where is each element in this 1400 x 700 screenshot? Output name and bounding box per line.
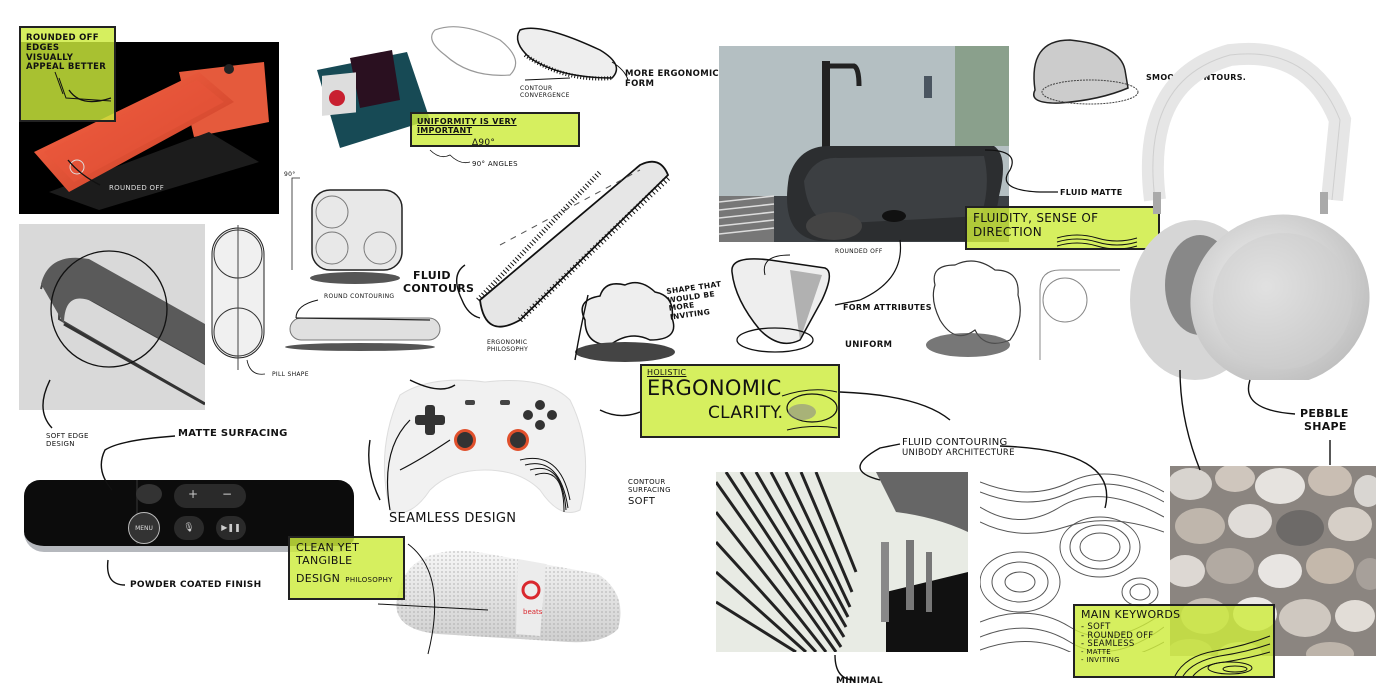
soft-edge-text-a: Soft edge bbox=[46, 432, 89, 440]
ergonomic-philosophy-label: Ergonomic philosophy bbox=[487, 339, 529, 354]
ninety-angles-label: 90° angles bbox=[472, 160, 518, 168]
strip-illustration bbox=[40, 250, 205, 406]
curve-sketch-icon bbox=[54, 71, 112, 103]
contour-convergence-text-b: convergence bbox=[520, 91, 570, 99]
seamless-design-label: Seamless design bbox=[389, 511, 517, 526]
blob-sketch-icon bbox=[781, 389, 838, 431]
clean-tangible-sticky-note: Clean yet Tangible Design Philosophy bbox=[288, 536, 405, 600]
keyword-item: - Inviting bbox=[1081, 655, 1120, 664]
architecture-photo bbox=[716, 472, 968, 652]
uniform-label: Uniform bbox=[845, 340, 893, 350]
more-ergonomic-text-b: form bbox=[625, 78, 655, 89]
design-philosophy-line: Design Philosophy bbox=[290, 567, 403, 586]
philosophy-text: Philosophy bbox=[345, 576, 393, 585]
contour-convergence-text-a: Contour bbox=[520, 85, 553, 92]
iphone-xr-photo: Rounded off bbox=[19, 42, 279, 214]
microphone-button[interactable]: 🎙 bbox=[174, 516, 204, 540]
volume-down-icon: − bbox=[222, 487, 233, 501]
keyword-item: - Matte bbox=[1081, 648, 1111, 657]
volume-rocker[interactable]: + − bbox=[174, 484, 246, 508]
beats-pill-photo: beats bbox=[368, 534, 630, 656]
architecture-illustration bbox=[716, 472, 968, 652]
play-pause-icon: ▶❚❚ bbox=[221, 523, 241, 532]
keyword-item: - Soft bbox=[1081, 621, 1111, 632]
uniformity-note-title: Uniformity is very important bbox=[417, 117, 517, 136]
ninety-degree-small-label: 90° bbox=[284, 171, 296, 178]
speaker-illustration: beats bbox=[377, 543, 621, 655]
bent-strip-render bbox=[19, 224, 205, 410]
ergonomic-philosophy-text-a: Ergonomic bbox=[487, 339, 528, 346]
sink-illustration bbox=[719, 46, 1009, 242]
contour-surfacing-text-a: Contour bbox=[628, 478, 666, 486]
uniformity-sticky-note: Uniformity is very important ∆90° bbox=[410, 112, 580, 149]
controller-illustration bbox=[383, 379, 587, 513]
powder-coated-finish-label: Powder coated finish bbox=[130, 580, 262, 590]
keyword-item: - Rounded off bbox=[1081, 630, 1154, 641]
fluid-contouring-label: Fluid contouring Unibody architecture bbox=[902, 437, 1015, 458]
play-pause-button[interactable]: ▶❚❚ bbox=[216, 516, 246, 540]
uniformity-note-sub: ∆90° bbox=[472, 138, 496, 149]
ergonomic-big-label: Ergonomic bbox=[647, 376, 782, 400]
rounded-edges-note-text: Rounded off edges visually appeal better bbox=[26, 33, 107, 73]
stadia-controller-photo bbox=[370, 360, 600, 520]
round-contouring-label: Round contouring bbox=[324, 293, 395, 300]
contour-lines-icon bbox=[1174, 635, 1271, 677]
wave-lines-icon bbox=[1056, 234, 1138, 250]
pebble-shape-label: Pebble shape bbox=[1300, 407, 1349, 433]
fluidity-note-text: Fluidity, sense of direction bbox=[973, 211, 1099, 239]
fluid-contours-text-a: Fluid bbox=[413, 269, 451, 282]
airpods-max-photo bbox=[1110, 40, 1380, 380]
fluid-contouring-text: Fluid contouring bbox=[902, 437, 1008, 448]
remote-divider bbox=[136, 480, 138, 544]
more-ergonomic-text-a: More ergonomic bbox=[625, 69, 719, 79]
gopro-camera-photo bbox=[302, 40, 432, 155]
pebble-text-a: Pebble bbox=[1300, 407, 1349, 420]
matte-surfacing-label: Matte surfacing bbox=[178, 428, 288, 439]
contour-convergence-label: Contour convergence bbox=[520, 85, 570, 100]
rounded-off-cube-label: Rounded off bbox=[835, 248, 883, 255]
tangible-text: Tangible bbox=[296, 553, 353, 567]
volume-up-icon: + bbox=[188, 487, 199, 501]
fluidity-sticky-note: Fluidity, sense of direction bbox=[965, 206, 1160, 250]
design-text: Design bbox=[296, 572, 341, 586]
soft-edge-design-label: Soft edge design bbox=[46, 432, 89, 448]
rounded-edges-sticky-note: Rounded off edges visually appeal better bbox=[19, 26, 116, 122]
menu-button[interactable]: MENU bbox=[128, 512, 160, 544]
holistic-label: Holistic bbox=[647, 368, 687, 377]
more-ergonomic-form-label: More ergonomic form bbox=[625, 69, 719, 90]
fluid-matte-label: Fluid matte bbox=[1060, 188, 1123, 197]
pebble-text-b: shape bbox=[1304, 419, 1347, 433]
clean-yet-text: Clean yet bbox=[296, 541, 360, 554]
gopro-illustration bbox=[317, 50, 430, 148]
contour-surfacing-label: Contour surfacing Soft bbox=[628, 478, 671, 508]
fluid-contours-label: Fluid contours bbox=[403, 269, 475, 295]
headphones-illustration bbox=[1130, 42, 1370, 380]
pill-shape-label: Pill shape bbox=[272, 371, 309, 378]
soft-text: Soft bbox=[628, 496, 656, 508]
holistic-ergonomic-sticky-note: Holistic Ergonomic Clarity. bbox=[640, 364, 840, 438]
rounded-off-label: Rounded off bbox=[109, 184, 165, 192]
ergonomic-philosophy-text-b: philosophy bbox=[487, 345, 529, 353]
microphone-icon: 🎙 bbox=[183, 523, 195, 533]
unibody-text: Unibody architecture bbox=[902, 447, 1015, 458]
tv-button[interactable] bbox=[136, 484, 162, 504]
minimal-label: Minimal bbox=[836, 676, 883, 686]
soft-edge-text-b: design bbox=[46, 440, 75, 449]
fluid-contours-text-b: contours bbox=[403, 281, 475, 295]
clarity-big-label: Clarity. bbox=[708, 403, 784, 423]
contour-surfacing-text-b: surfacing bbox=[628, 486, 671, 495]
iphone-illustration bbox=[34, 62, 269, 210]
keywords-title: Main Keywords bbox=[1081, 608, 1181, 621]
form-attributes-label: Form attributes bbox=[843, 303, 932, 312]
main-keywords-sticky-note: Main Keywords - Soft - Rounded off - Sea… bbox=[1073, 604, 1275, 678]
black-sink-photo bbox=[719, 46, 1009, 242]
speaker-brand-logo: beats bbox=[523, 608, 543, 616]
keyword-item: - Seamless bbox=[1081, 639, 1135, 650]
